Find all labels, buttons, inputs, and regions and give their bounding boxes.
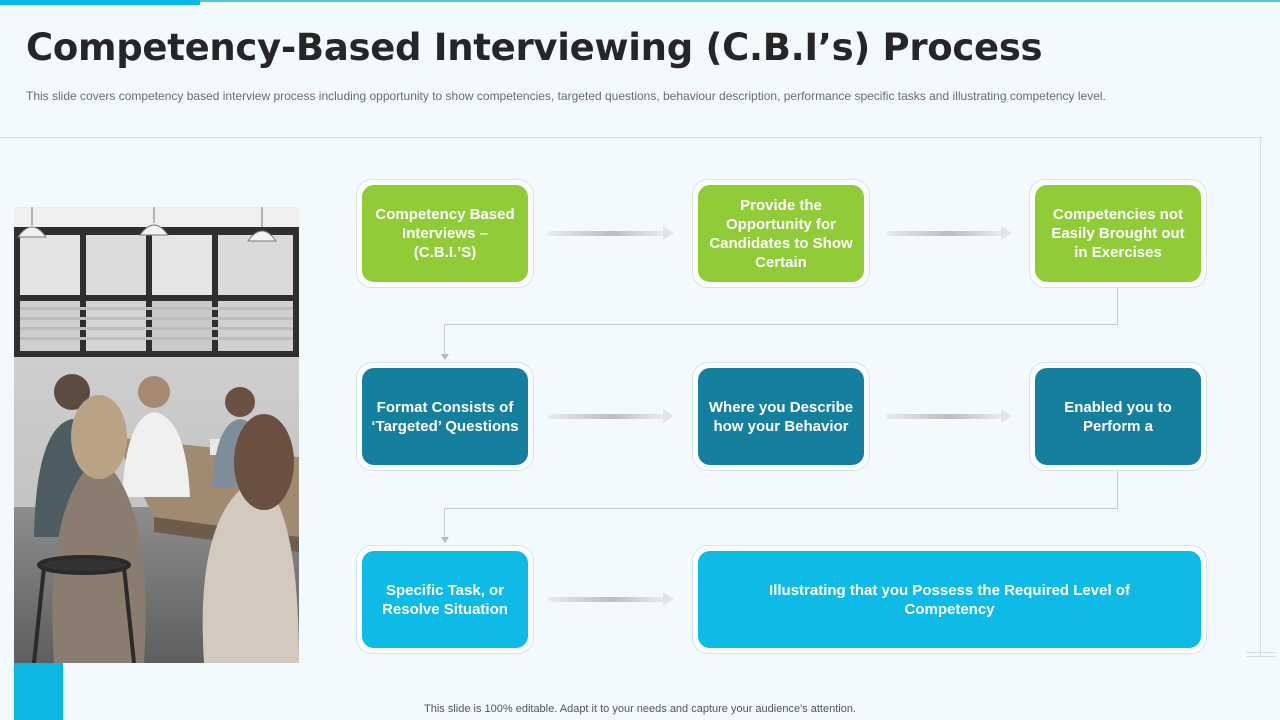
frame-line-right <box>1260 137 1261 657</box>
process-step-6: Enabled you to Perform a <box>1029 362 1207 471</box>
connector-vertical <box>1117 288 1118 325</box>
connector-arrowhead <box>441 354 449 360</box>
frame-foot-line <box>1246 652 1276 653</box>
arrow-step-1-to-2 <box>548 226 674 240</box>
process-step-2: Provide the Opportunity for Candidates t… <box>692 179 870 288</box>
frame-foot-line <box>1246 656 1276 657</box>
meeting-photo-illustration <box>14 207 299 663</box>
process-step-8: Illustrating that you Possess the Requir… <box>692 545 1207 654</box>
process-step-3: Competencies not Easily Brought out in E… <box>1029 179 1207 288</box>
corner-accent-block <box>14 663 63 720</box>
slide-subtitle: This slide covers competency based inter… <box>26 89 1106 103</box>
arrow-step-7-to-8 <box>548 592 674 606</box>
arrow-step-5-to-6 <box>886 409 1012 423</box>
process-step-1: Competency Based Interviews – (C.B.I.’S) <box>356 179 534 288</box>
connector-arrowhead <box>441 537 449 543</box>
frame-line-top <box>0 137 1262 138</box>
connector-horizontal <box>444 508 1118 509</box>
process-step-5: Where you Describe how your Behavior <box>692 362 870 471</box>
meeting-photo <box>14 207 299 663</box>
top-accent-bar <box>0 0 200 5</box>
arrow-step-4-to-5 <box>548 409 674 423</box>
process-step-4-label: Format Consists of ‘Targeted’ Questions <box>362 368 528 465</box>
slide-footer-note: This slide is 100% editable. Adapt it to… <box>424 703 856 715</box>
process-step-2-label: Provide the Opportunity for Candidates t… <box>698 185 864 282</box>
process-step-5-label: Where you Describe how your Behavior <box>698 368 864 465</box>
connector-vertical <box>1117 471 1118 509</box>
process-step-6-label: Enabled you to Perform a <box>1035 368 1201 465</box>
process-step-7: Specific Task, or Resolve Situation <box>356 545 534 654</box>
arrow-step-2-to-3 <box>886 226 1012 240</box>
connector-horizontal <box>444 324 1118 325</box>
process-step-8-label: Illustrating that you Possess the Requir… <box>698 551 1201 648</box>
slide-title: Competency-Based Interviewing (C.B.I’s) … <box>26 26 1043 69</box>
process-step-7-label: Specific Task, or Resolve Situation <box>362 551 528 648</box>
process-step-4: Format Consists of ‘Targeted’ Questions <box>356 362 534 471</box>
connector-vertical <box>444 324 445 354</box>
process-step-3-label: Competencies not Easily Brought out in E… <box>1035 185 1201 282</box>
connector-vertical <box>444 508 445 537</box>
process-step-1-label: Competency Based Interviews – (C.B.I.’S) <box>362 185 528 282</box>
top-accent-line <box>0 0 1280 2</box>
